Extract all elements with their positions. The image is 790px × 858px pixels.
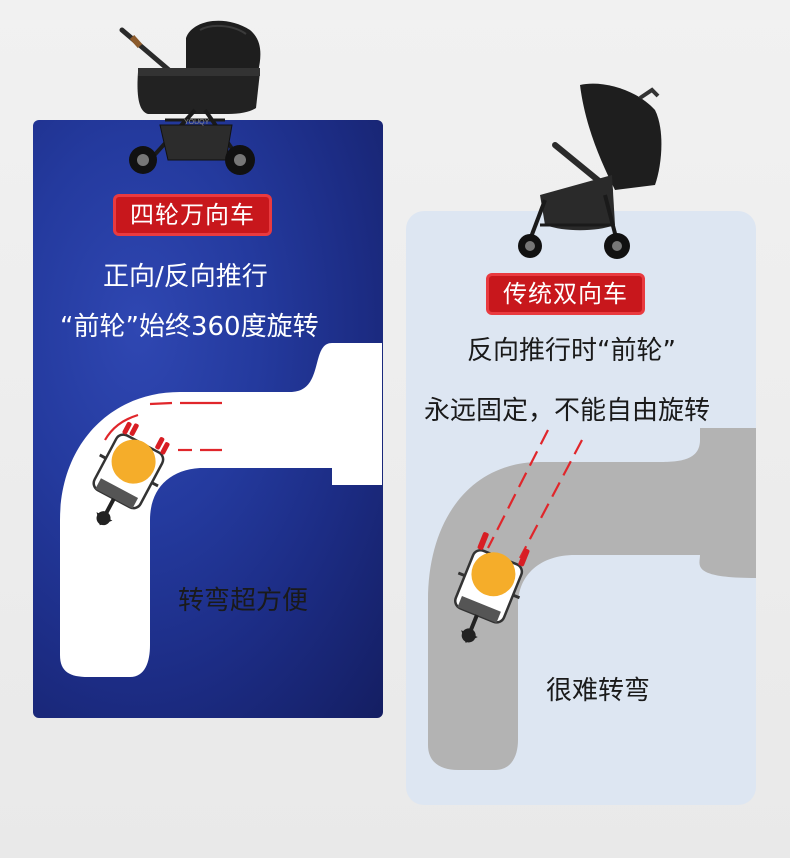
right-line2: 永远固定，不能自由旋转: [424, 396, 711, 426]
left-caption: 转弯超方便: [178, 586, 309, 616]
four-wheel-swivel-badge: 四轮万向车: [116, 197, 269, 233]
right-line1: 反向推行时“前轮”: [467, 336, 676, 366]
left-line2: “前轮”始终360度旋转: [60, 312, 319, 342]
stroller-brand-label: YOUQY: [184, 119, 210, 126]
traditional-two-way-badge: 传统双向车: [489, 276, 642, 312]
left-line1: 正向/反向推行: [103, 262, 268, 292]
right-caption: 很难转弯: [546, 676, 651, 706]
